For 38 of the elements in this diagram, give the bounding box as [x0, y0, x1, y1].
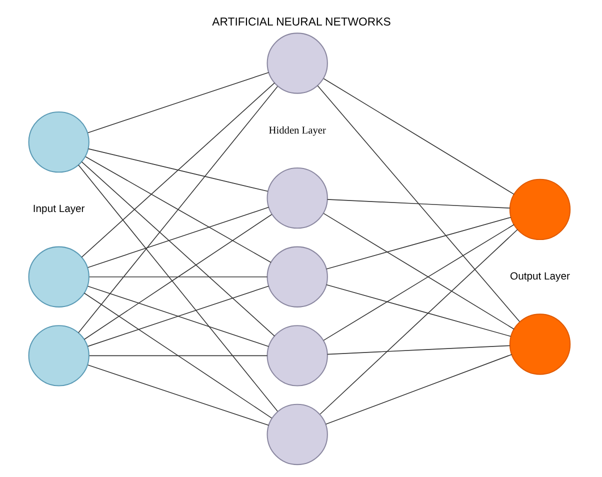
connector: [80, 82, 274, 258]
connector: [322, 213, 514, 330]
node-circle: [266, 32, 328, 94]
label: Hidden Layer: [268, 125, 326, 136]
connector: [83, 214, 272, 340]
node-circle: [508, 314, 570, 375]
label: Output Layer: [510, 271, 570, 282]
node-circle: [28, 111, 89, 173]
connector: [326, 345, 510, 355]
connector: [88, 276, 268, 278]
node-circle: [28, 325, 89, 386]
connector: [326, 216, 511, 270]
node-circle: [266, 246, 328, 308]
connector: [316, 85, 520, 322]
connector: [87, 206, 269, 268]
connector: [78, 86, 278, 334]
node-circle: [266, 167, 328, 229]
connector: [88, 355, 268, 356]
node-circle: [28, 246, 89, 308]
connector: [80, 161, 274, 336]
diagram-title: ARTIFICIAL NEURAL NETWORKS: [212, 16, 390, 29]
connector: [87, 72, 269, 134]
label: Input Layer: [32, 204, 84, 216]
node-circle: [266, 325, 328, 386]
connector: [322, 224, 514, 341]
node-circle: [266, 404, 328, 466]
connector: [87, 364, 269, 426]
connector: [83, 292, 272, 418]
connector: [87, 286, 269, 347]
connector: [78, 164, 278, 412]
connector: [326, 199, 510, 208]
connector: [322, 78, 514, 195]
connector: [319, 229, 518, 415]
node-circle: [508, 178, 570, 240]
connector: [326, 284, 511, 337]
connector: [84, 156, 271, 263]
connector: [88, 148, 268, 192]
connector: [325, 354, 512, 425]
